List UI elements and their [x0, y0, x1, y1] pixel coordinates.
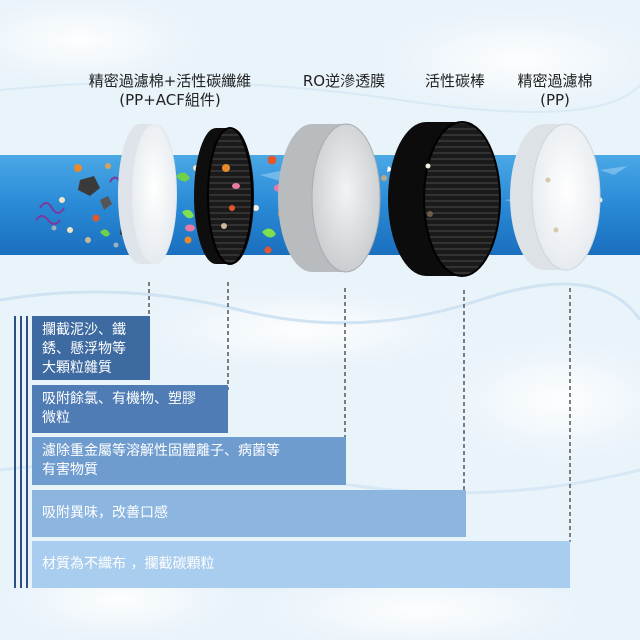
function-bar-1: 攔截泥沙、鐵 銹、懸浮物等 大顆粒雜質: [32, 316, 150, 380]
bar1-line2: 銹、懸浮物等: [42, 341, 126, 357]
bar3-line2: 有害物質: [42, 462, 98, 478]
function-bar-4: 吸附異味，改善口感: [32, 490, 466, 537]
bar3-line1: 濾除重金屬等溶解性固體離子、病菌等: [42, 443, 280, 459]
stage1-label: 精密過濾棉+活性碳纖維 (PP+ACF組件): [70, 72, 270, 110]
stage4-label-line2: (PP): [540, 91, 570, 109]
pp-acf-filter-icon: [118, 124, 254, 265]
bar2-line1: 吸附餘氯、有機物、塑膠: [42, 391, 196, 407]
function-bar-2: 吸附餘氯、有機物、塑膠 微粒: [32, 385, 228, 433]
stage1-label-line2: (PP+ACF組件): [119, 91, 221, 109]
pp-filter-icon: [510, 123, 601, 271]
carbon-rod-icon: [388, 121, 501, 277]
stage4-label-line1: 精密過濾棉: [517, 72, 593, 90]
bar-accent-lines: [14, 316, 28, 588]
bar5-line1: 材質為不織布 ，攔截碳顆粒: [42, 556, 215, 572]
stage3-label-text: 活性碳棒: [424, 72, 485, 90]
bar4-line1: 吸附異味，改善口感: [42, 505, 168, 521]
function-bar-5: 材質為不織布 ，攔截碳顆粒: [32, 541, 570, 588]
stage4-label: 精密過濾棉 (PP): [505, 72, 605, 110]
stage3-label: 活性碳棒: [410, 72, 500, 91]
bar1-line1: 攔截泥沙、鐵: [42, 322, 126, 338]
bar2-line2: 微粒: [42, 410, 70, 426]
function-bar-3: 濾除重金屬等溶解性固體離子、病菌等 有害物質: [32, 437, 346, 485]
stage2-label-text: RO逆滲透膜: [302, 72, 386, 90]
stage1-label-line1: 精密過濾棉+活性碳纖維: [88, 72, 252, 90]
bar1-line3: 大顆粒雜質: [42, 360, 112, 376]
stage2-label: RO逆滲透膜: [284, 72, 404, 91]
ro-membrane-icon: [278, 123, 381, 273]
